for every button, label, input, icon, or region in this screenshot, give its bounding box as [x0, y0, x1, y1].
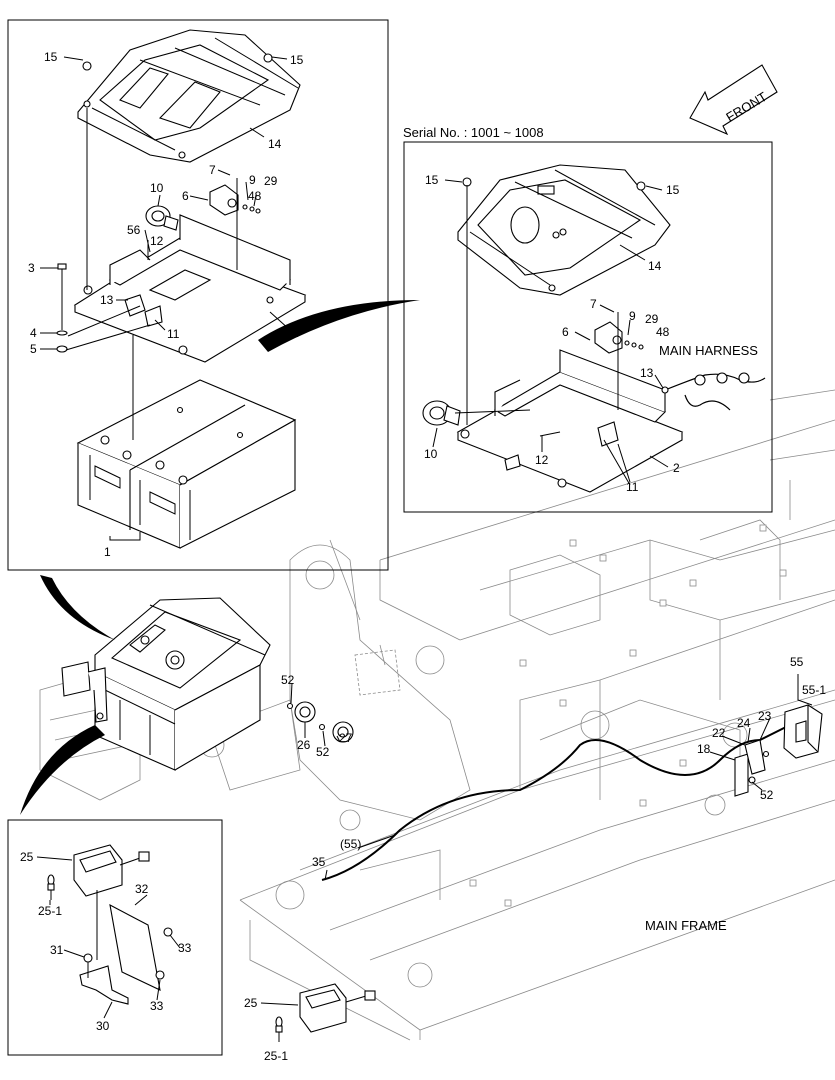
- callout-30: 30: [96, 1019, 110, 1033]
- battery-box-assembled: [94, 597, 271, 771]
- callout-6: 6: [182, 189, 189, 203]
- relay-6: [209, 178, 261, 270]
- callout-15: 15: [290, 53, 304, 67]
- inset-serial-variant: [403, 141, 773, 513]
- callout-15: 15: [666, 183, 680, 197]
- cover-plate-32: [96, 890, 161, 991]
- callout-18: 18: [697, 742, 711, 756]
- callout-15: 15: [44, 50, 58, 64]
- callout-10: 10: [424, 447, 438, 461]
- horn-assembly: [286, 644, 401, 743]
- callout-12: 12: [150, 234, 164, 248]
- inset1-leader-lines: [65, 108, 151, 541]
- callout-9: 9: [249, 173, 256, 187]
- callout-11: 11: [167, 327, 180, 341]
- inset-work-lamp: [7, 819, 223, 1056]
- callout-11: 11: [626, 480, 639, 494]
- callout-2: 2: [292, 326, 299, 340]
- work-lamp-25: [73, 844, 150, 897]
- callout-33: 33: [150, 999, 164, 1013]
- main-frame-drawing: [39, 389, 835, 1041]
- relay-6-variant: [594, 312, 644, 410]
- main-frame-label: MAIN FRAME: [645, 918, 727, 933]
- connector-arc-right: [258, 300, 420, 352]
- bulb-25-1-bottom: [275, 1016, 283, 1042]
- battery-cover-14-variant: [457, 164, 671, 296]
- callout-48: 48: [656, 325, 670, 339]
- battery-cover-14: [77, 29, 301, 163]
- callout-6: 6: [562, 325, 569, 339]
- callout-55: 55: [790, 655, 804, 669]
- callout-25-1: 25-1: [264, 1049, 288, 1063]
- inset2-leader-lines: [454, 185, 631, 486]
- callout-52: 52: [760, 788, 774, 802]
- callout-55-1: 55-1: [802, 683, 826, 697]
- relay-55: [783, 704, 823, 759]
- bracket-18-22-24: [734, 739, 770, 797]
- callout-4: 4: [30, 326, 37, 340]
- callout-1: 1: [104, 545, 111, 559]
- callout-48: 48: [248, 189, 262, 203]
- callout-33: 33: [178, 941, 192, 955]
- callout-29: 29: [645, 312, 659, 326]
- callout-25: 25: [244, 996, 258, 1010]
- bolt-3: [56, 263, 68, 353]
- connector-arc-bottom: [20, 725, 105, 815]
- callout-25-1: 25-1: [38, 904, 62, 918]
- connector-arc-top: [40, 575, 115, 640]
- callout-29: 29: [264, 174, 278, 188]
- callout-52: 52: [281, 673, 295, 687]
- main-harness-label: MAIN HARNESS: [659, 343, 758, 358]
- inset-battery-assembly: [7, 19, 389, 571]
- callout-56: 56: [127, 223, 141, 237]
- callout-15: 15: [425, 173, 439, 187]
- callout-13: 13: [640, 366, 654, 380]
- callout-14: 14: [268, 137, 282, 151]
- serial-label: Serial No. : 1001 ~ 1008: [403, 125, 544, 140]
- battery-tray-2: [73, 214, 307, 363]
- callout-27: 27: [339, 731, 353, 745]
- callout-24: 24: [737, 716, 751, 730]
- callout-10: 10: [150, 181, 164, 195]
- bracket-30: [79, 927, 173, 1005]
- switch-10-variant: [422, 400, 461, 426]
- callout-13: 13: [100, 293, 114, 307]
- work-lamp-25-bottom: [299, 983, 376, 1033]
- callout-leaders: [36, 56, 813, 1019]
- callout-3: 3: [28, 261, 35, 275]
- callout-55: (55): [340, 837, 361, 851]
- callout-32: 32: [135, 882, 149, 896]
- callout-23: 23: [758, 709, 772, 723]
- bulb-25-1: [47, 874, 55, 900]
- callout-7: 7: [590, 297, 597, 311]
- front-arrow: [689, 64, 778, 136]
- work-lamp-assembled: [61, 661, 108, 723]
- switch-10: [145, 205, 179, 231]
- main-harness-variant: [661, 372, 766, 411]
- callout-2: 2: [673, 461, 680, 475]
- callout-31: 31: [50, 943, 64, 957]
- callout-35: 35: [312, 855, 326, 869]
- callout-12: 12: [535, 453, 549, 467]
- callout-9: 9: [629, 309, 636, 323]
- battery-tray-2-variant: [456, 349, 684, 493]
- batteries-1: [76, 379, 297, 549]
- callout-14: 14: [648, 259, 662, 273]
- callout-26: 26: [297, 738, 311, 752]
- callout-7: 7: [209, 163, 216, 177]
- callout-22: 22: [712, 726, 726, 740]
- harness-55: [321, 724, 791, 881]
- callout-52: 52: [316, 745, 330, 759]
- callout-5: 5: [30, 342, 37, 356]
- callout-25: 25: [20, 850, 34, 864]
